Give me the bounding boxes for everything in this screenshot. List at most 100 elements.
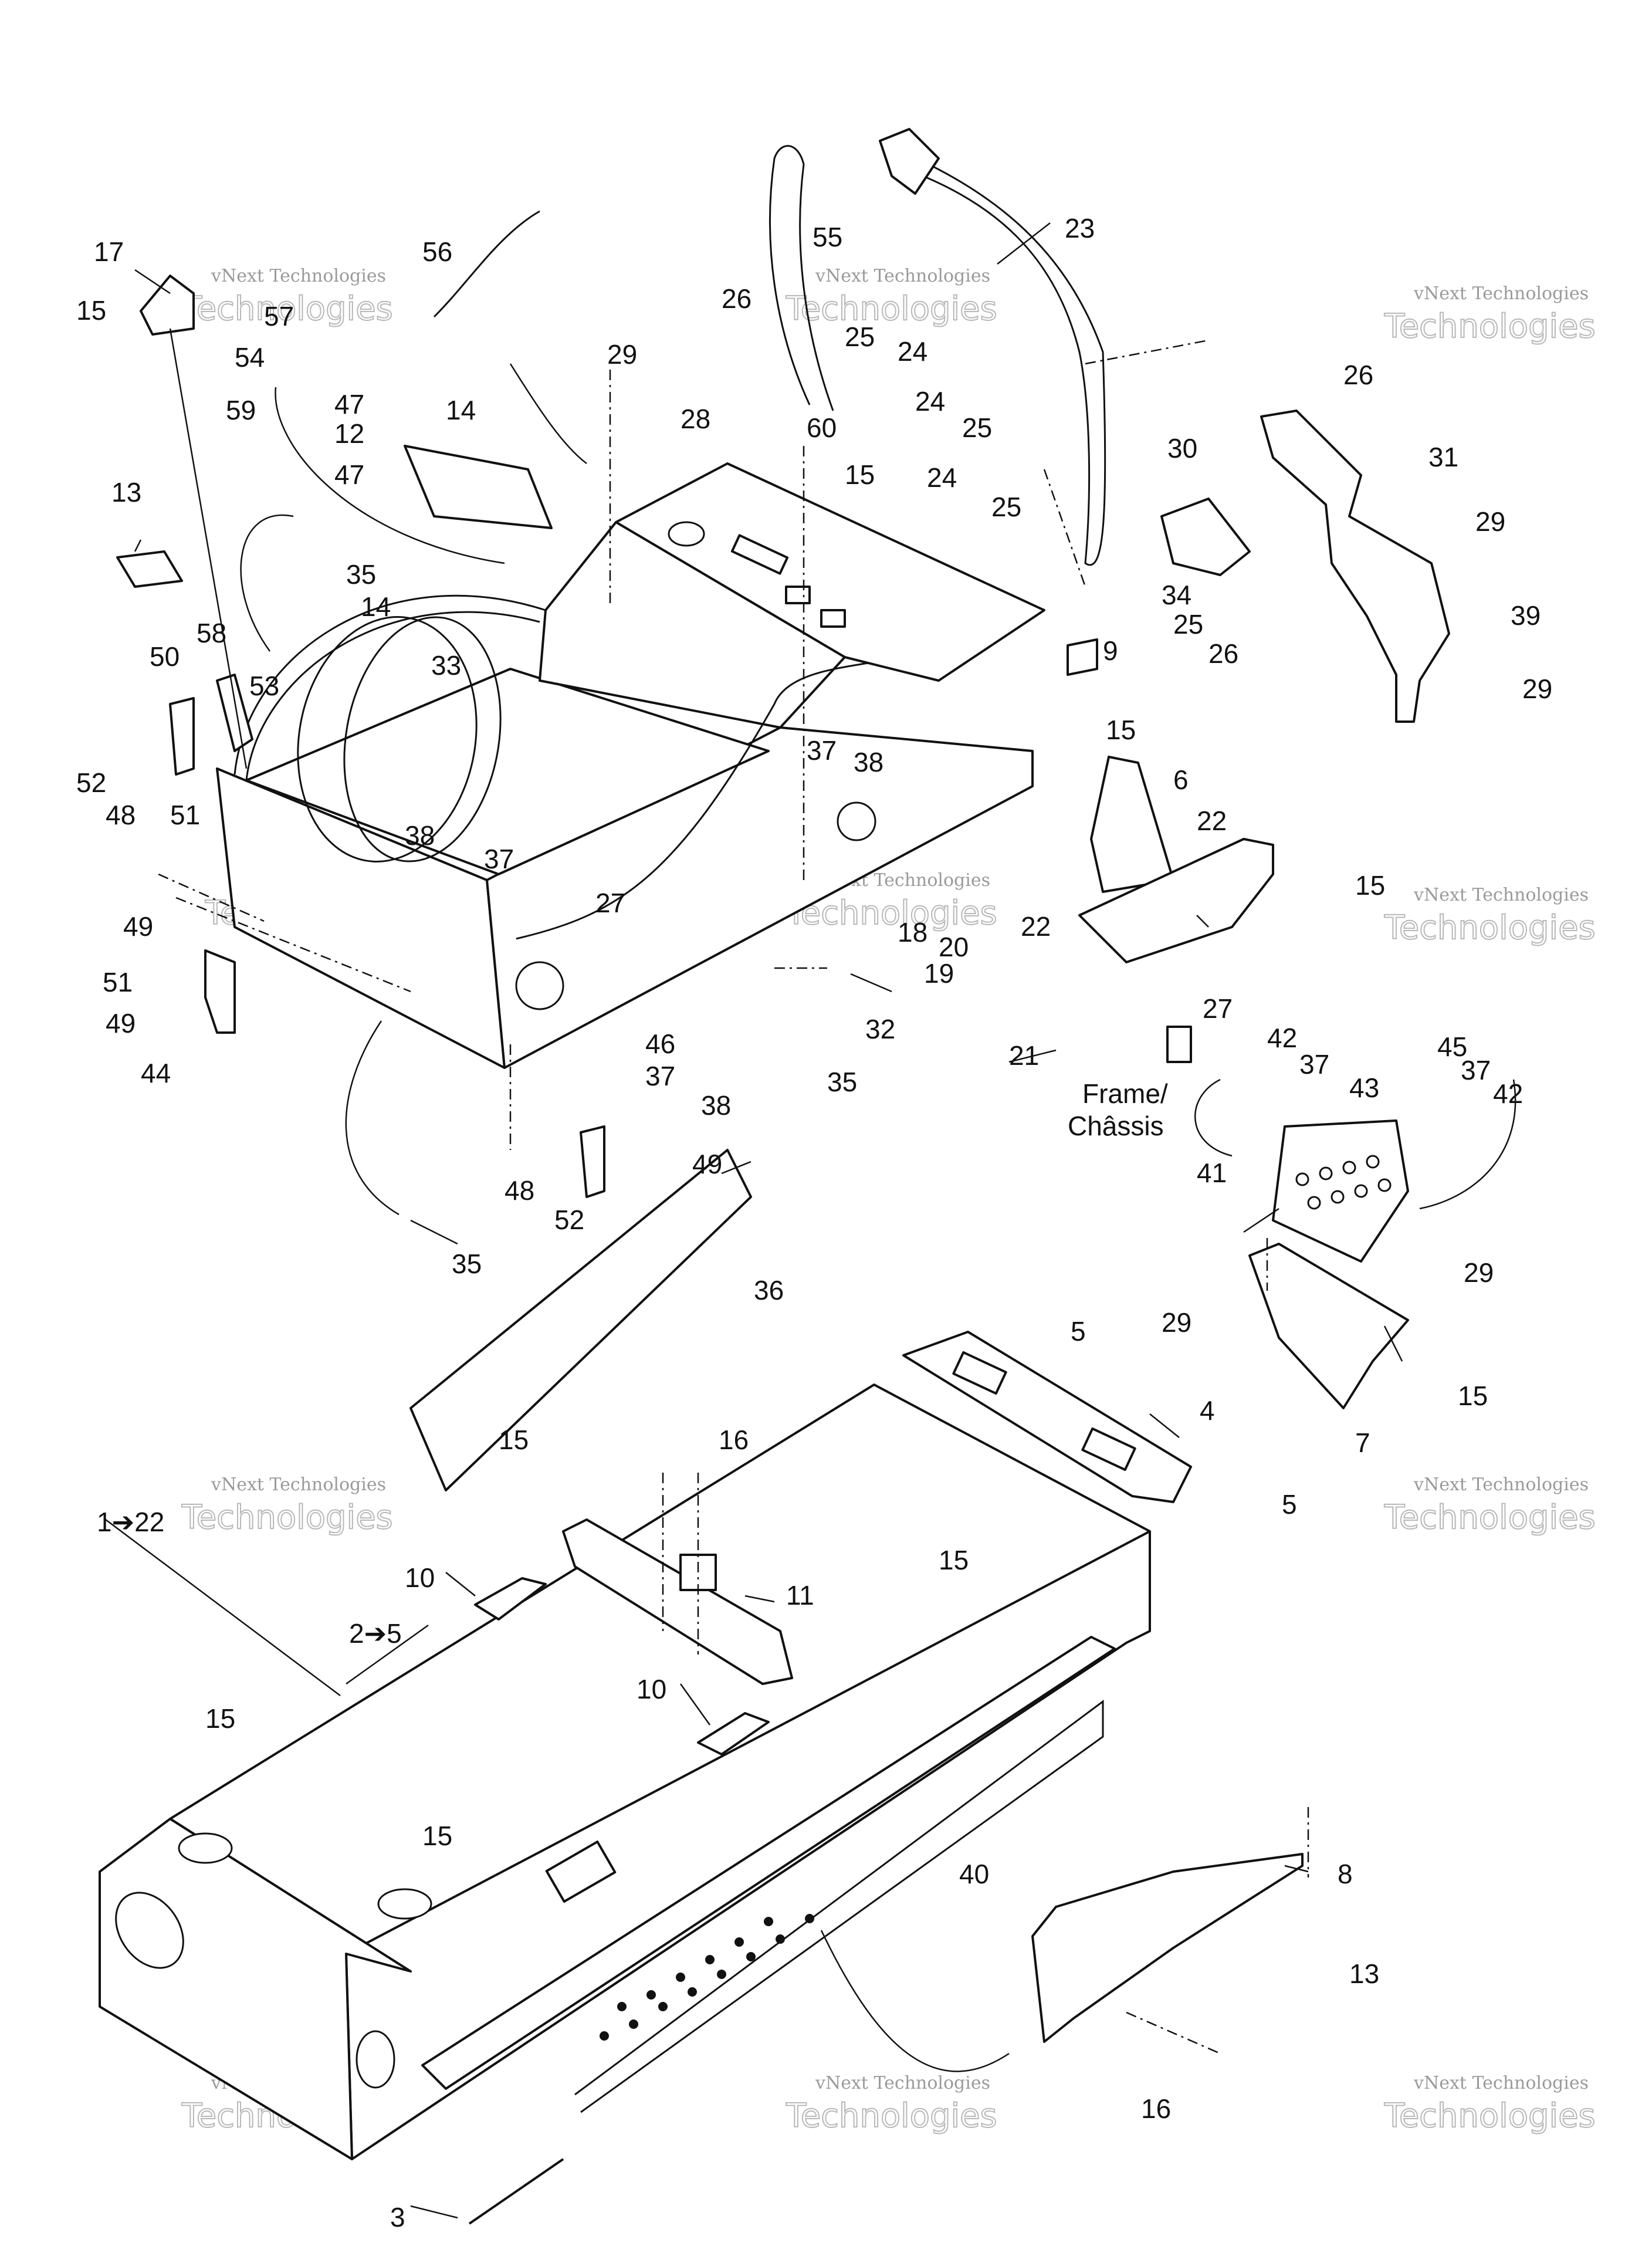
callout-35c: 35 <box>452 1249 482 1279</box>
callout-55: 55 <box>813 222 842 252</box>
tunnel-footrest-holes <box>600 1914 814 2041</box>
frame-label-line1: Frame/ <box>1082 1078 1168 1109</box>
watermark-outline: Technologies <box>1384 2097 1596 2135</box>
callout-6: 6 <box>1173 764 1189 795</box>
callout-41: 41 <box>1197 1158 1227 1188</box>
steering-post-right <box>891 151 1106 566</box>
callout-25: 25 <box>845 322 875 352</box>
watermark-text: vNext Technologies <box>211 1474 386 1495</box>
watermark-outline: Technologies <box>1384 909 1596 947</box>
rear-mount-plate <box>1248 1243 1409 1409</box>
callout-42b: 42 <box>1493 1078 1523 1109</box>
callout-44: 44 <box>141 1058 171 1088</box>
callout-11: 11 <box>786 1580 814 1611</box>
callout-47b: 47 <box>334 459 364 490</box>
steering-support <box>769 128 1106 566</box>
steering-arm <box>1090 756 1174 893</box>
callout-25b: 25 <box>962 412 992 443</box>
callout-31: 31 <box>1428 442 1458 472</box>
callout-49: 49 <box>123 911 153 942</box>
tunnel-rod <box>468 2158 564 2225</box>
tunnel-footrest <box>574 1700 1104 2113</box>
watermark-outline: Technologies <box>181 290 393 328</box>
callout-27b: 27 <box>1203 993 1233 1024</box>
frame-label-line2: Châssis <box>1068 1111 1164 1141</box>
callout-29d: 29 <box>1464 1257 1494 1288</box>
callout-10: 10 <box>405 1562 435 1593</box>
callout-21: 21 <box>1009 1040 1039 1071</box>
tunnel-label-plate <box>545 1841 617 1903</box>
callout-29b: 29 <box>1475 506 1505 537</box>
callout-48b: 48 <box>505 1175 534 1206</box>
callout-15e: 15 <box>1458 1381 1488 1411</box>
callout-26c: 26 <box>1208 638 1238 669</box>
callout-29e: 29 <box>1162 1307 1191 1338</box>
watermark-text: vNext Technologies <box>1413 283 1589 304</box>
tunnel-front-hole <box>115 1892 184 1969</box>
callout-range-2-5: 2➔5 <box>349 1618 402 1649</box>
callout-59: 59 <box>226 395 256 425</box>
callout-45: 45 <box>1437 1031 1467 1062</box>
bracket-slot <box>1081 1427 1136 1471</box>
callout-13b: 13 <box>1349 1958 1379 1989</box>
front-tab <box>216 674 253 752</box>
watermark-outline: Technologies <box>1384 307 1596 346</box>
callout-37e: 37 <box>1461 1055 1491 1085</box>
callout-24b: 24 <box>915 386 945 417</box>
callout-26b: 26 <box>1343 360 1373 390</box>
frame-upper-arch-inner <box>245 611 540 781</box>
callout-51: 51 <box>170 800 200 830</box>
watermark-text: vNext Technologies <box>815 2073 990 2093</box>
watermark-outline: Technologies <box>1384 1498 1596 1537</box>
callout-54: 54 <box>235 342 265 373</box>
slide-mount-bracket <box>474 1577 547 1621</box>
callouts: 17 15 59 56 57 54 29 47 14 12 47 13 35 1… <box>76 213 1552 2232</box>
front-mount-plate <box>204 949 236 1034</box>
engine-mount-bracket <box>169 697 195 776</box>
callout-34: 34 <box>1162 580 1191 610</box>
callout-56: 56 <box>422 236 452 267</box>
callout-14b: 14 <box>361 591 391 622</box>
callout-51b: 51 <box>103 967 133 997</box>
callout-29c: 29 <box>1522 674 1552 704</box>
callout-15g: 15 <box>939 1545 969 1575</box>
watermark-text: vNext Technologies <box>1413 2073 1589 2093</box>
callout-37b: 37 <box>645 1061 675 1091</box>
callout-15f: 15 <box>499 1425 529 1455</box>
callout-22: 22 <box>1197 806 1227 836</box>
callout-25d: 25 <box>1173 609 1203 640</box>
callout-13: 13 <box>111 477 141 508</box>
callout-57: 57 <box>264 301 294 331</box>
muffler-plate <box>404 445 553 529</box>
callout-39: 39 <box>1511 600 1541 631</box>
callout-40: 40 <box>959 1859 989 1889</box>
callout-35b: 35 <box>827 1067 857 1097</box>
watermark-text: vNext Technologies <box>815 266 990 286</box>
slide-mount-bracket <box>697 1712 770 1755</box>
deck-slot <box>730 534 789 575</box>
tunnel-side-hole <box>356 2030 395 2089</box>
steering-spindle <box>1078 838 1274 963</box>
callout-26: 26 <box>722 283 751 314</box>
frame-floor <box>245 668 770 875</box>
callout-38b: 38 <box>701 1090 731 1121</box>
callout-53: 53 <box>249 671 279 701</box>
callout-15c: 15 <box>1106 715 1136 745</box>
cable-bundle <box>433 210 540 318</box>
callout-38c: 38 <box>854 747 883 777</box>
callout-52b: 52 <box>554 1205 584 1235</box>
deck-slot <box>820 609 846 628</box>
callout-17: 17 <box>94 236 124 267</box>
callout-42: 42 <box>1267 1023 1297 1053</box>
small-bracket <box>1067 638 1098 676</box>
heat-guard-holes <box>1295 1155 1392 1210</box>
callout-43: 43 <box>1349 1073 1379 1103</box>
steering-post-left <box>769 145 834 411</box>
watermark-text: vNext Technologies <box>1413 885 1589 905</box>
leader-lines <box>105 222 1516 2219</box>
callout-49b: 49 <box>106 1008 136 1038</box>
frame-hoop-inner <box>343 616 502 862</box>
center-mount-bracket <box>562 1518 793 1685</box>
watermark-outline: Technologies <box>786 2097 997 2135</box>
